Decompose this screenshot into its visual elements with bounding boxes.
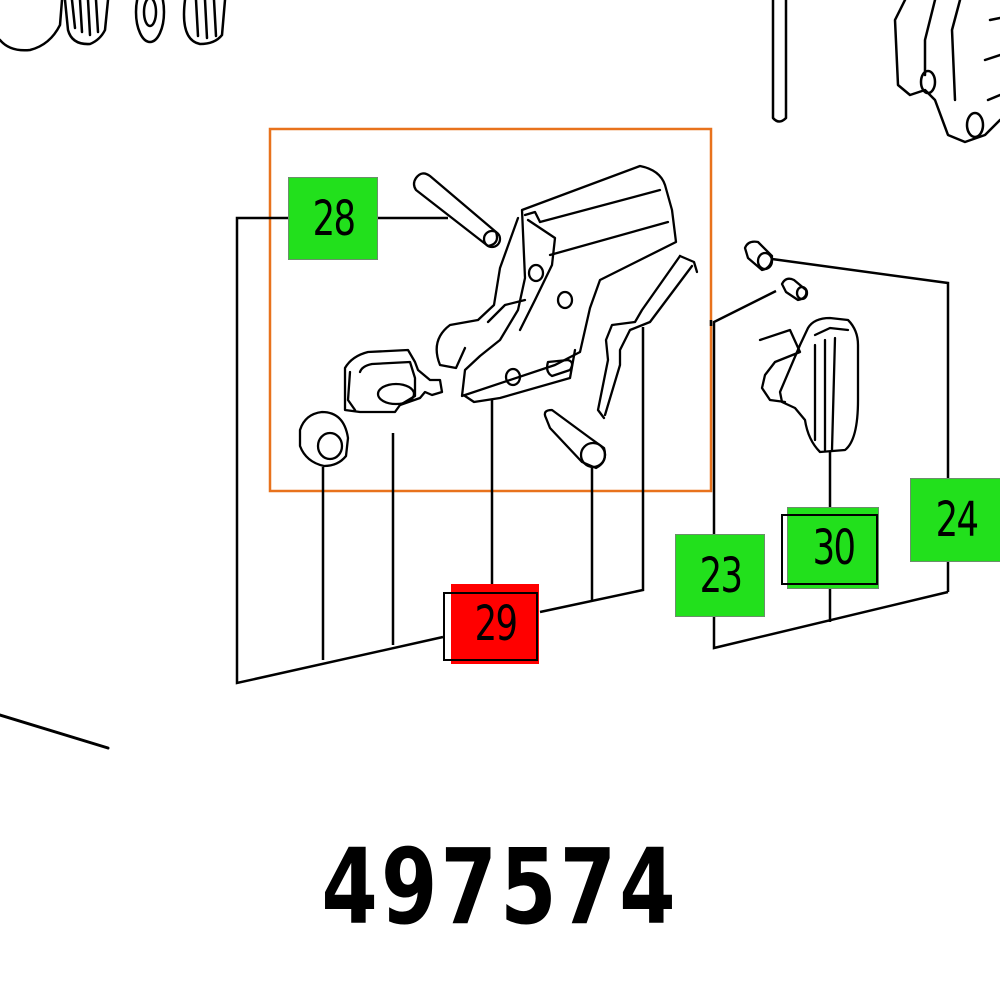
bushing-icon (298, 410, 350, 468)
callout-24-text: 24 (935, 492, 978, 548)
screw-icon (543, 408, 607, 470)
leader-lines (235, 216, 950, 685)
callout-28-text: 28 (312, 190, 355, 247)
callout-29-text: 29 (474, 596, 517, 652)
pin-small-icon (780, 277, 809, 302)
latch-icon (343, 348, 444, 414)
spring-clip-icon (596, 254, 699, 420)
callout-30[interactable]: 30 (787, 507, 879, 589)
callout-29-selected[interactable]: 29 (451, 584, 539, 664)
rod-fragment-icon (771, 0, 788, 123)
main-bracket-icon (435, 164, 678, 404)
lever-switch-icon (758, 316, 860, 454)
callout-29-outline (443, 592, 538, 661)
part-number: 497574 (0, 826, 1000, 948)
callout-23[interactable]: 23 (675, 534, 765, 617)
assembly-highlight-box (268, 127, 713, 493)
bracket-fragment-icon (893, 0, 1000, 144)
sleeve-small-icon (743, 240, 774, 272)
callout-23-text: 23 (699, 547, 742, 604)
gear-assembly-fragment-icon (0, 0, 227, 52)
callout-30-text: 30 (812, 520, 855, 576)
pin-icon (412, 172, 502, 249)
callout-28[interactable]: 28 (288, 177, 378, 260)
callout-24[interactable]: 24 (910, 478, 1000, 562)
part-number-text: 497574 (321, 826, 679, 948)
callout-30-outline (781, 514, 878, 585)
